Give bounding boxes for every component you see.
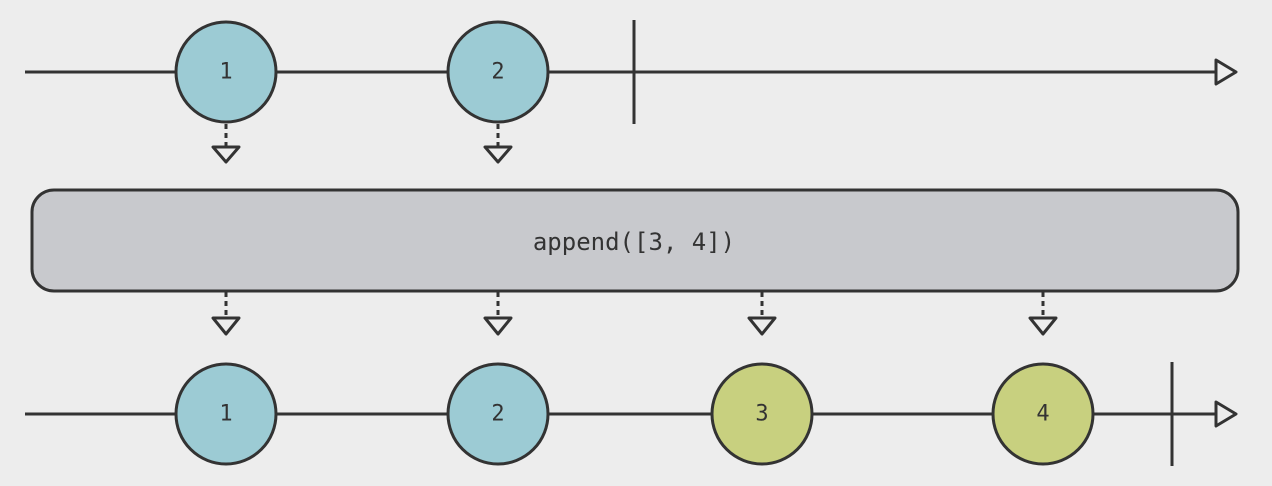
output-marble-4: 4 (991, 362, 1095, 466)
arrow-down-icon (211, 316, 241, 336)
emission-arrow (211, 124, 241, 164)
marble-circle (710, 362, 814, 466)
output-emission-arrows (211, 292, 1058, 336)
output-marble-1: 1 (174, 362, 278, 466)
arrow-down-icon (483, 316, 513, 336)
input-emission-arrows (211, 124, 513, 164)
marble-label: 2 (491, 60, 504, 85)
arrow-down-icon (483, 145, 513, 164)
marble-label: 3 (755, 402, 768, 427)
marble-label: 4 (1036, 402, 1049, 427)
emission-arrow (483, 292, 513, 336)
marble-circle (174, 20, 278, 124)
marble-circle (991, 362, 1095, 466)
input-timeline-arrowhead-icon (1214, 58, 1238, 86)
emission-arrow (211, 292, 241, 336)
emission-arrow (1028, 292, 1058, 336)
output-marble-2: 2 (446, 362, 550, 466)
marble-label: 2 (491, 402, 504, 427)
operator-label: append([3, 4]) (533, 228, 735, 256)
arrow-down-icon (747, 316, 777, 336)
marble-circle (446, 20, 550, 124)
arrow-down-icon (211, 145, 241, 164)
emission-arrow (483, 124, 513, 164)
operator-box: append([3, 4]) (30, 188, 1240, 293)
marble-label: 1 (219, 60, 232, 85)
input-marble-1: 1 (174, 20, 278, 124)
marble-circle (174, 362, 278, 466)
operator-box-rect (30, 188, 1240, 293)
output-marble-3: 3 (710, 362, 814, 466)
output-timeline-arrowhead-icon (1214, 400, 1238, 428)
marble-label: 1 (219, 402, 232, 427)
emission-arrow (747, 292, 777, 336)
input-marble-2: 2 (446, 20, 550, 124)
arrow-down-icon (1028, 316, 1058, 336)
marble-circle (446, 362, 550, 466)
